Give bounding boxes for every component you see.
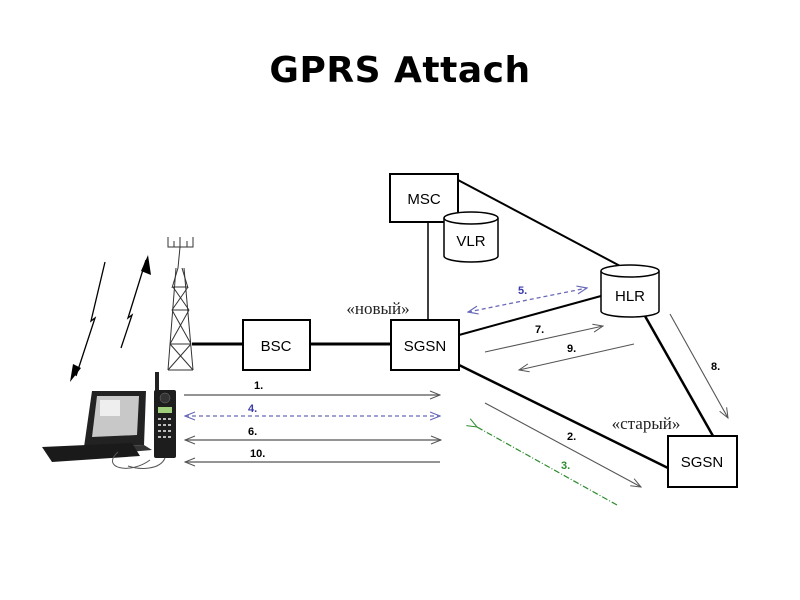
new-sgsn-node: SGSN [390,319,460,371]
message-8-label: 8. [711,361,720,373]
old-sgsn-node: SGSN [667,435,738,488]
message-3-arrow [477,427,618,506]
vlr-database: VLR [443,211,499,263]
mobile-phone-icon [127,372,176,469]
bsc-node: BSC [242,319,311,371]
bsc-label: BSC [261,338,292,355]
slide-title: GPRS Attach [269,50,531,91]
message-5-label: 5. [518,285,527,297]
network-links [192,179,715,470]
link-sgsn-hlr [458,295,602,336]
link-hlr-old-sgsn [643,315,715,437]
downlink-arrowhead [70,364,81,382]
hlr-database: HLR [600,264,660,318]
radio-link-icon [70,255,151,382]
message-4-label: 4. [248,403,257,415]
message-1-label: 1. [254,380,263,392]
message-arrows: 1. 4. 6. 10. 5. 7. 9. 2. 3. 8. [184,285,728,506]
message-7-arrow [484,326,603,353]
link-msc-hlr [457,179,623,268]
message-8-arrow [669,313,728,418]
message-9-arrow [519,343,635,370]
message-6-label: 6. [248,426,257,438]
new-sgsn-role: «новый» [346,299,409,318]
laptop-icon [42,391,152,469]
message-10-label: 10. [250,448,265,460]
old-sgsn-role: «старый» [612,414,681,433]
message-2-arrow [484,402,641,487]
vlr-label: VLR [456,233,485,250]
message-3-label: 3. [561,460,570,472]
msc-label: MSC [407,191,441,208]
msc-node: MSC [389,173,459,223]
message-5-arrow [468,288,587,312]
message-2-label: 2. [567,431,576,443]
uplink-arrowhead [141,255,151,275]
bts-tower-icon [167,237,194,371]
old-sgsn-label: SGSN [681,454,724,471]
link-sgsn-old-sgsn [458,363,669,470]
message-7-label: 7. [535,324,544,336]
hlr-label: HLR [615,288,645,305]
new-sgsn-label: SGSN [404,338,447,355]
message-9-label: 9. [567,343,576,355]
